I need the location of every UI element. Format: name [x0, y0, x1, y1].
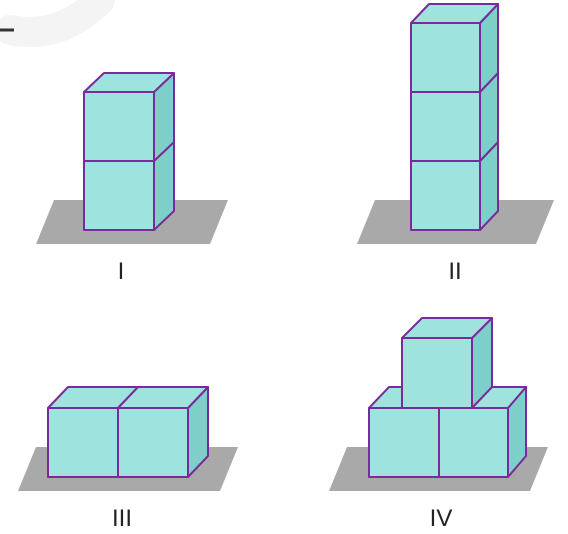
figure-I: I — [36, 72, 228, 285]
cube-II-bottom — [410, 141, 499, 231]
cube-IV-top — [401, 317, 493, 409]
figure-IV-label: IV — [430, 505, 453, 532]
figure-III-label: III — [112, 505, 132, 532]
figure-II: II — [357, 3, 554, 285]
cube-I-top — [83, 72, 175, 162]
figure-I-label: I — [118, 258, 125, 285]
figure-IV: IV — [329, 317, 548, 532]
cube-III-left — [47, 386, 139, 478]
cube-II-middle — [410, 72, 499, 162]
cube-III-right — [117, 386, 209, 478]
figure-III: III — [18, 386, 238, 532]
corner-watermark — [0, 0, 115, 47]
figure-II-label: II — [448, 258, 461, 285]
cube-II-top — [410, 3, 499, 93]
